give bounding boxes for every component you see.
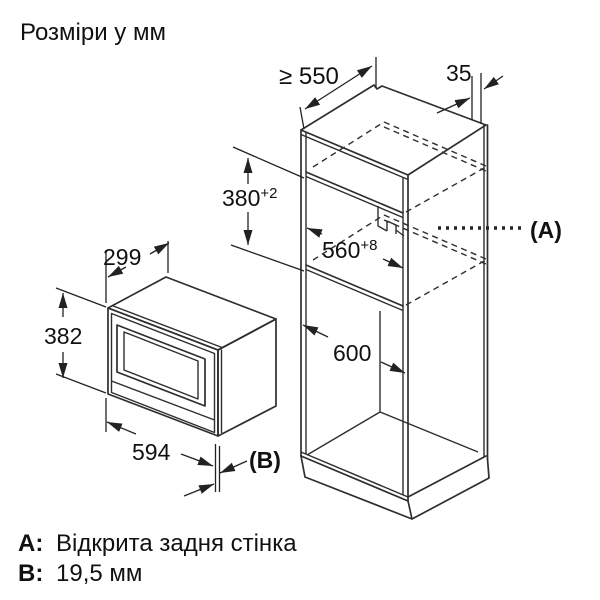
legend-b-value: 19,5 мм: [56, 560, 142, 587]
callout-a: (A): [438, 217, 562, 243]
dim-cabinet-depth: ≥ 550: [279, 57, 377, 130]
dim-cabinet-width-arrow-left: [302, 324, 329, 338]
dim-rear-gap-label: 35: [446, 60, 472, 86]
dim-niche-width: 560+8: [306, 227, 404, 269]
cabinet-bottom-right: [407, 455, 487, 498]
callout-b-extensions: [214, 444, 221, 492]
cable-cutout-detail: [377, 206, 405, 237]
niche-ceiling-shelf: [305, 171, 404, 214]
dim-cabinet-depth-label: ≥ 550: [279, 63, 339, 90]
legend-a-value: Відкрита задня стінка: [56, 530, 297, 557]
niche-floor-shelf: [305, 264, 404, 307]
cabinet-bottom-front: [300, 455, 409, 502]
dim-niche-width-label: 560+8: [322, 237, 377, 263]
page-title: Розміри у мм: [20, 19, 166, 46]
dim-rear-gap: 35: [436, 60, 504, 124]
dim-rear-gap-extensions: [471, 73, 482, 124]
dim-oven-width-label: 594: [132, 439, 171, 465]
oven-body-top-edge: [111, 304, 223, 349]
dim-cabinet-width-label: 600: [333, 340, 371, 366]
cabinet-plinth: [300, 455, 490, 520]
callout-a-label: (A): [530, 217, 562, 243]
oven-drawing: [107, 276, 277, 437]
dim-oven-depth: 299: [103, 241, 170, 303]
legend: A: Відкрита задня стінка B: 19,5 мм: [18, 530, 297, 587]
dim-niche-height-label: 380+2: [222, 185, 277, 211]
niche-floor-shelf-inner: [305, 268, 404, 312]
dim-rear-gap-arrow-left: [436, 97, 471, 114]
niche-floor-hidden-edges: [312, 214, 487, 306]
oven-right-face: [217, 318, 277, 437]
dim-niche-width-arrow-left: [306, 227, 323, 238]
dim-oven-depth-arrow-right: [149, 242, 170, 255]
dim-oven-width-arrow-left: [106, 421, 137, 435]
dim-niche-width-arrow-right: [382, 257, 404, 269]
legend-a-key: A:: [18, 530, 43, 557]
cabinet-drawing: [300, 84, 490, 520]
oven-door-window-outer: [116, 324, 206, 407]
dim-niche-height: 380+2: [222, 146, 305, 272]
dim-oven-width-arrow-right: [180, 453, 214, 467]
dim-oven-width: 594: [105, 398, 214, 467]
cabinet-bottom-front-inner: [300, 451, 409, 498]
dim-rear-gap-arrow-right: [483, 75, 504, 90]
dim-oven-depth-label: 299: [103, 244, 141, 270]
oven-front-trim: [110, 312, 216, 434]
legend-b-key: B:: [18, 560, 43, 587]
dim-cabinet-width-arrow-right: [380, 361, 406, 374]
cabinet-top-rail-inner: [300, 133, 409, 181]
dim-cabinet-width: 600: [302, 324, 406, 374]
cabinet-top-face: [300, 84, 487, 176]
niche-ceiling-shelf-inner: [305, 175, 404, 219]
callout-b: (B): [183, 444, 281, 497]
lower-compartment-interior: [306, 311, 479, 456]
oven-front-face: [107, 307, 219, 437]
dim-cabinet-depth-line: [304, 65, 373, 110]
niche-ceiling-hidden-edges: [312, 121, 487, 213]
dim-oven-height-label: 382: [44, 323, 82, 349]
callout-b-arrow-left: [183, 483, 215, 497]
callout-b-arrow-right: [219, 460, 248, 474]
callout-b-label: (B): [249, 447, 281, 473]
oven-door-window-inner: [123, 331, 199, 400]
oven-door-bottom-line: [111, 380, 215, 421]
dim-cabinet-depth-extensions: [299, 57, 377, 130]
dim-niche-height-extensions: [230, 146, 305, 272]
dim-oven-depth-arrow-left: [107, 265, 127, 278]
dim-oven-height: 382: [44, 287, 107, 394]
